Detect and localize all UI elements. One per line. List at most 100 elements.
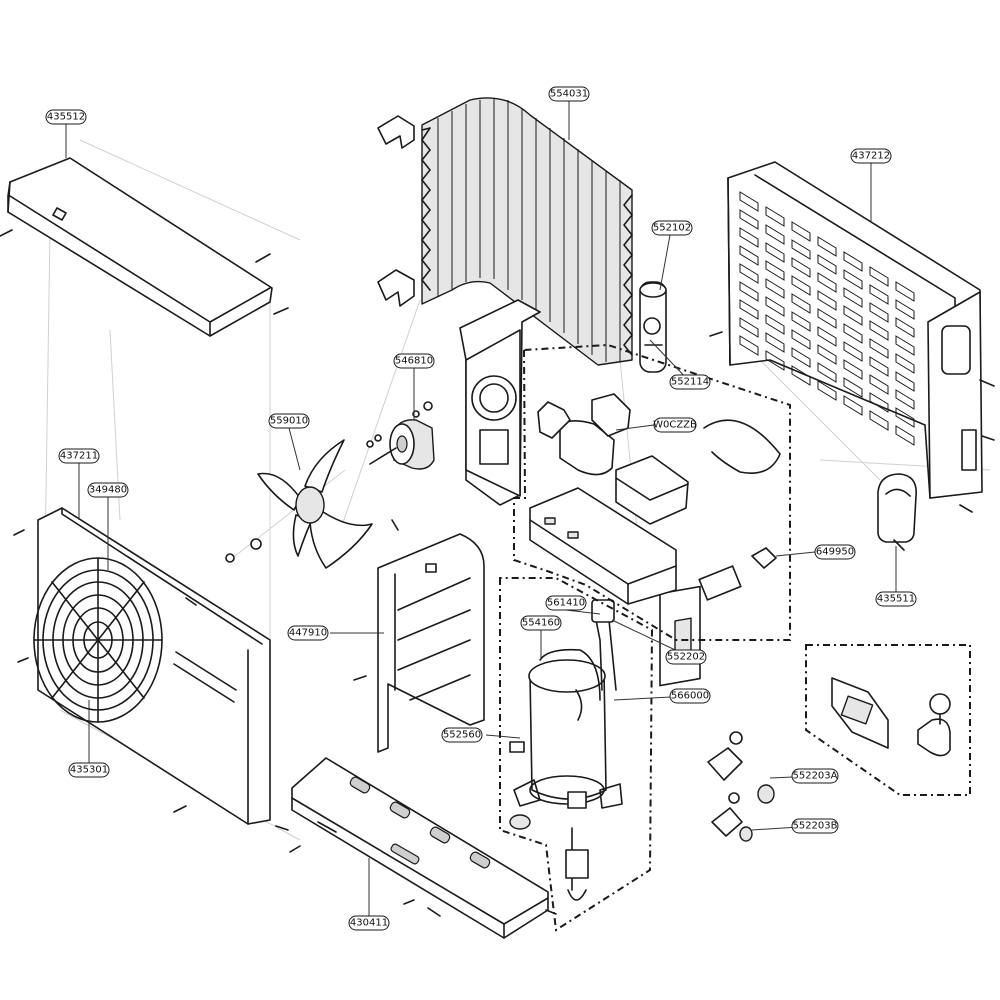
callout-552202-text: 552202 [667,652,705,663]
inset-components-part [831,677,951,757]
grille-slot [895,407,915,428]
callout-546810-text: 546810 [395,356,433,367]
grille-slot [817,236,837,257]
grille-slot [817,272,837,293]
grille-slot [869,302,889,323]
control-box-part [529,393,781,605]
callout-W0CZZB[interactable]: W0CZZB [653,417,697,433]
grille-slot [739,263,759,284]
callout-447910-text: 447910 [289,628,327,639]
grille-slot [869,266,889,287]
propeller-fan-part [225,439,373,569]
grille-slot [843,323,863,344]
rear-grille-slots [739,191,915,446]
grille-slot [791,293,811,314]
callout-561410[interactable]: 561410 [545,595,587,611]
grille-slot [895,335,915,356]
grille-slot [765,224,785,245]
callout-552203B[interactable]: 552203B [791,818,839,834]
grille-slot [739,245,759,266]
callout-554031[interactable]: 554031 [548,86,590,102]
callout-437211-text: 437211 [60,451,98,462]
grille-slot [869,392,889,413]
rear-panel-part [709,161,995,513]
grille-slot [869,410,889,431]
grille-slot [739,335,759,356]
callout-649950-text: 649950 [816,547,854,558]
callout-649950[interactable]: 649950 [814,544,856,560]
callout-552560[interactable]: 552560 [441,727,483,743]
callout-435512-text: 435512 [47,112,85,123]
grille-slot [817,308,837,329]
callout-437211[interactable]: 437211 [58,448,100,464]
callout-559010[interactable]: 559010 [268,413,310,429]
grille-slot [739,317,759,338]
coil-fins [437,98,621,362]
grille-slot [869,356,889,377]
callout-566000-text: 566000 [671,691,709,702]
grille-slot [895,425,915,446]
front-panel-part [13,507,289,831]
grille-slot [765,260,785,281]
callout-447910[interactable]: 447910 [287,625,329,641]
grille-slot [817,380,837,401]
side-handle-part [877,473,917,551]
callout-552202[interactable]: 552202 [665,649,707,665]
callout-430411[interactable]: 430411 [348,915,390,931]
callout-349480-text: 349480 [89,485,127,496]
callout-435511[interactable]: 435511 [875,591,917,607]
grille-slot [739,227,759,248]
grille-slot [791,239,811,260]
callout-559010-text: 559010 [270,416,308,427]
grille-slot [817,362,837,383]
grille-slot [843,305,863,326]
grille-slot [895,299,915,320]
callout-552114-text: 552114 [671,377,709,388]
grille-slot [791,221,811,242]
grille-slot [843,377,863,398]
service-valves-part [659,585,775,842]
grille-slot [843,287,863,308]
callout-437212[interactable]: 437212 [850,148,892,164]
base-pan-part [289,757,557,939]
grille-slot [791,275,811,296]
grille-slot [791,311,811,332]
callout-552114[interactable]: 552114 [669,374,711,390]
callout-349480[interactable]: 349480 [87,482,129,498]
fan-motor-part [366,401,435,470]
grille-slot [817,254,837,275]
callout-546810[interactable]: 546810 [393,353,435,369]
grille-slot [843,269,863,290]
callout-566000[interactable]: 566000 [669,688,711,704]
grille-slot [791,329,811,350]
grille-slot [895,317,915,338]
grille-slot [843,341,863,362]
callout-554160[interactable]: 554160 [520,615,562,631]
grille-slot [869,284,889,305]
grille-slot [739,299,759,320]
accumulator-part [639,281,667,373]
callout-W0CZZB-text: W0CZZB [653,420,697,431]
grille-slot [843,395,863,416]
motor-bracket-part [459,299,541,506]
top-cover-part [0,157,289,337]
callout-435512[interactable]: 435512 [45,109,87,125]
callout-552102-text: 552102 [653,223,691,234]
callout-554031-text: 554031 [550,89,588,100]
callout-552203B-text: 552203B [792,821,837,832]
callout-561410-text: 561410 [547,598,585,609]
callout-552203A[interactable]: 552203A [791,768,839,784]
callout-435301[interactable]: 435301 [68,762,110,778]
callout-435301-text: 435301 [70,765,108,776]
compressor-part [509,648,623,830]
grille-slot [869,374,889,395]
callout-labels: 435512 554031 437212 552102 552114 54681… [45,86,917,931]
grille-slot [765,314,785,335]
group-boxes [499,343,971,932]
grille-slot [739,209,759,230]
partition-panel-part [353,519,485,753]
grille-slot [817,326,837,347]
callout-552102[interactable]: 552102 [651,220,693,236]
grille-slot [817,290,837,311]
